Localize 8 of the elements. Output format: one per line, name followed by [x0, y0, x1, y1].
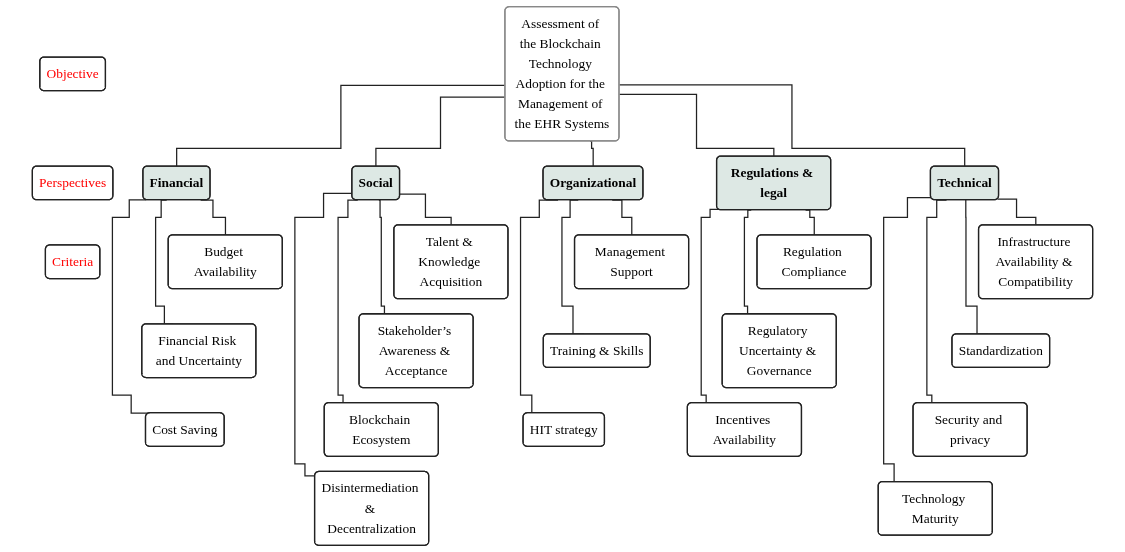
- connector: [743, 209, 752, 315]
- connector: [883, 197, 932, 483]
- connector: [618, 93, 775, 158]
- connector: [399, 193, 452, 226]
- connector: [618, 84, 966, 168]
- connector: [589, 140, 594, 168]
- connector: [996, 198, 1037, 226]
- connector: [700, 208, 720, 404]
